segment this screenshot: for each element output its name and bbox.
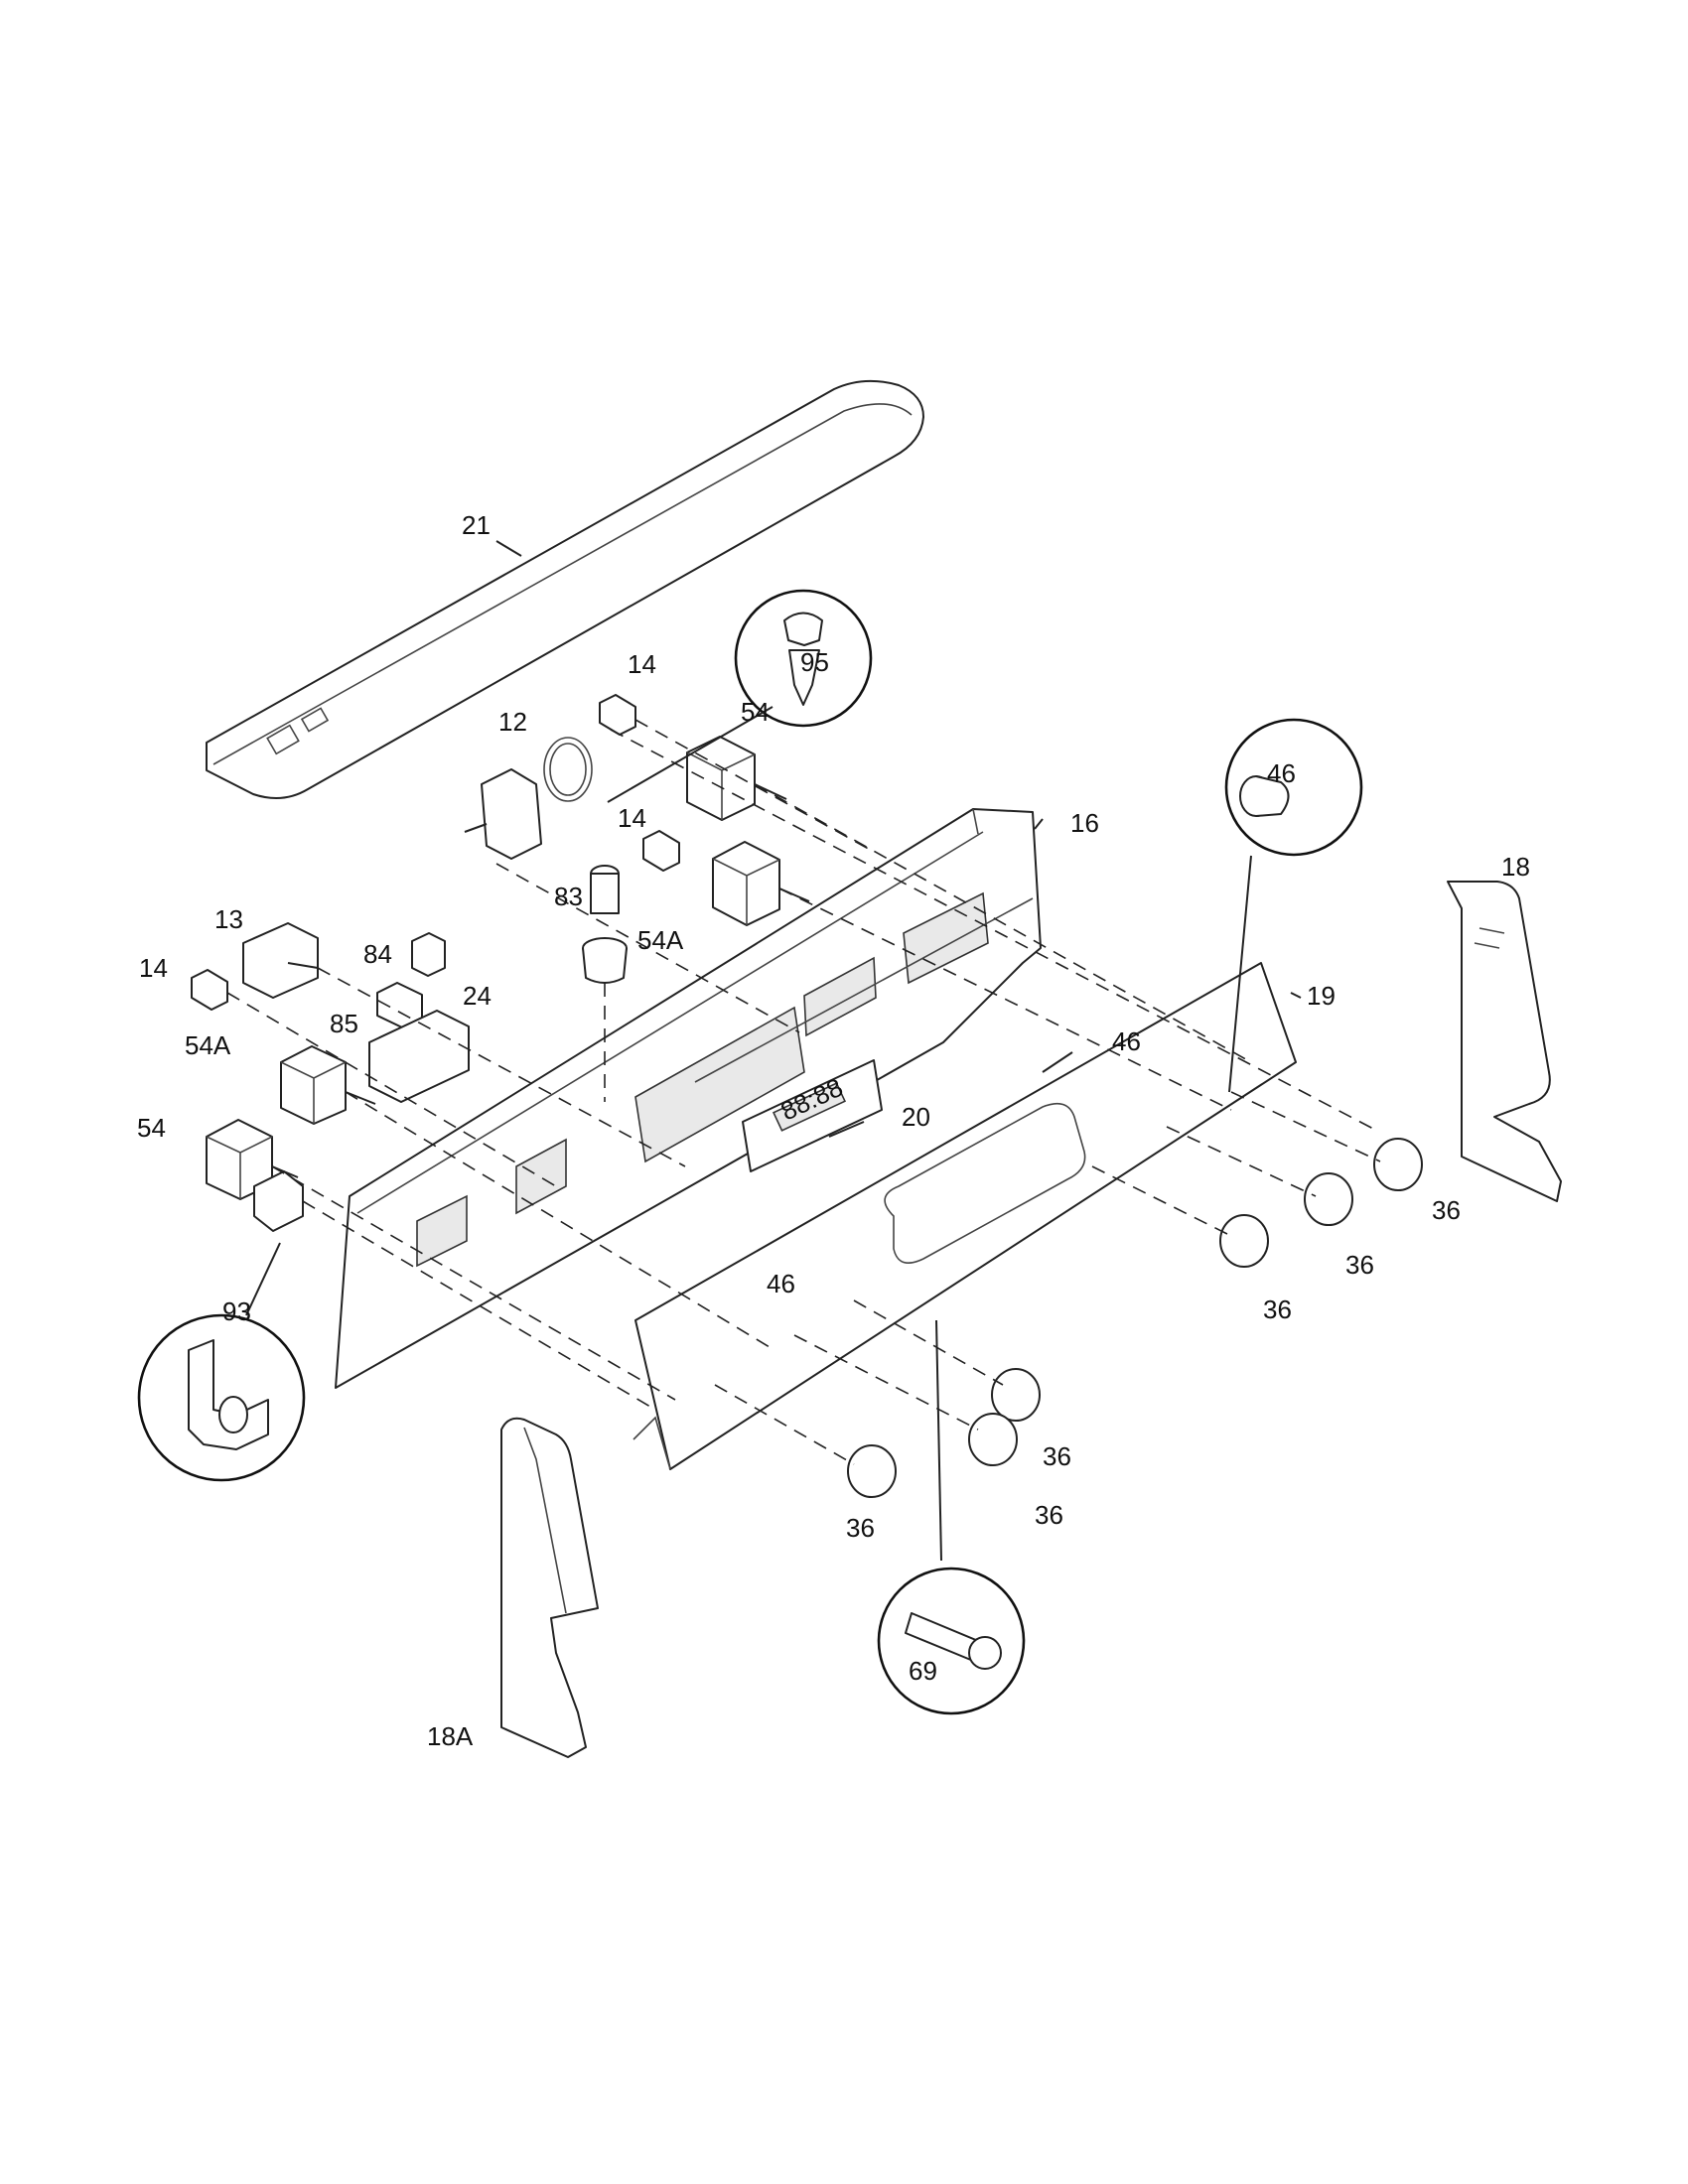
label-69: 69 xyxy=(909,1656,937,1686)
label-36-lower-2: 36 xyxy=(1035,1500,1063,1530)
label-85: 85 xyxy=(330,1009,358,1038)
label-36-lower-1: 36 xyxy=(1043,1441,1071,1471)
label-54A-left: 54A xyxy=(185,1030,231,1060)
label-19: 19 xyxy=(1307,981,1336,1011)
label-36-lower-3: 36 xyxy=(846,1513,875,1543)
label-36-right-2: 36 xyxy=(1345,1250,1374,1280)
switch-drawings xyxy=(368,932,470,1103)
label-21: 21 xyxy=(462,510,491,540)
control-panel-top-trim xyxy=(206,379,924,799)
limit-switch-drawing xyxy=(253,1170,304,1232)
label-46-callout: 46 xyxy=(1267,758,1296,788)
infinite-switch-middle-drawing xyxy=(712,841,810,926)
label-16: 16 xyxy=(1070,808,1099,838)
push-pin-callout xyxy=(734,589,873,728)
right-end-cap xyxy=(1447,881,1562,1202)
label-36-right-3: 36 xyxy=(1263,1295,1292,1324)
label-83: 83 xyxy=(554,882,583,911)
knob-drawings xyxy=(847,1138,1423,1498)
label-54-top: 54 xyxy=(741,697,770,727)
label-20: 20 xyxy=(902,1102,930,1132)
selector-switch-drawing xyxy=(242,922,319,999)
knob-callout-circle xyxy=(1224,718,1363,857)
indicator-light-drawing xyxy=(582,865,628,984)
label-14-top: 14 xyxy=(628,649,656,679)
label-18: 18 xyxy=(1501,852,1530,882)
infinite-switch-left-drawing xyxy=(280,1045,376,1125)
oven-thermostat-drawing xyxy=(464,737,593,860)
label-12: 12 xyxy=(498,707,527,737)
alignment-lines xyxy=(226,719,1381,1465)
label-14-middle: 14 xyxy=(618,803,646,833)
part-labels: 21 95 14 54 12 16 46 18 14 83 54A 13 84 … xyxy=(137,510,1530,1751)
label-46-upper: 46 xyxy=(1112,1026,1141,1056)
left-end-cap xyxy=(500,1417,599,1758)
label-84: 84 xyxy=(363,939,392,969)
label-18A: 18A xyxy=(427,1721,474,1751)
label-13: 13 xyxy=(214,904,243,934)
label-54-left: 54 xyxy=(137,1113,166,1143)
limit-switch-callout-circle xyxy=(137,1313,306,1482)
label-14-left: 14 xyxy=(139,953,168,983)
label-24: 24 xyxy=(463,981,492,1011)
label-36-right-1: 36 xyxy=(1432,1195,1461,1225)
screw-callout-circle xyxy=(877,1567,1026,1715)
infinite-switch-left-lower-drawing xyxy=(206,1119,299,1200)
label-95: 95 xyxy=(800,647,829,677)
label-93: 93 xyxy=(222,1297,251,1326)
leader-lines xyxy=(245,540,1302,1562)
control-panel-front xyxy=(633,962,1297,1470)
terminal-drawings xyxy=(191,694,680,1011)
label-54A-middle: 54A xyxy=(637,925,684,955)
label-46-lower: 46 xyxy=(767,1269,795,1298)
